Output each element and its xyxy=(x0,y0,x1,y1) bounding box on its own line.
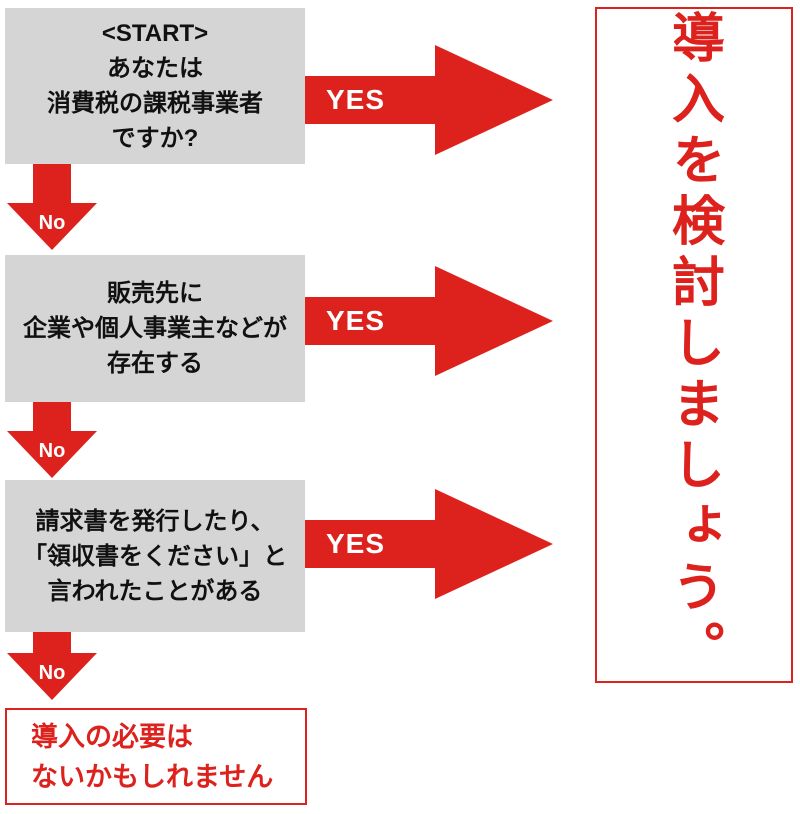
yes-arrow-3: YES xyxy=(305,489,553,599)
arrow-head-right-icon xyxy=(435,266,553,376)
yes-outcome-box: 導入を検討しましょう。 xyxy=(595,7,793,683)
question-line: 存在する xyxy=(107,350,203,377)
question-line: あなたは xyxy=(107,55,203,82)
no-label: No xyxy=(38,440,66,462)
question-line: 企業や個人事業主などが xyxy=(23,315,287,342)
yes-label: YES xyxy=(326,84,386,115)
arrow-head-down-icon xyxy=(7,431,97,478)
question-line: <START> xyxy=(101,20,209,47)
question-box-3: 請求書を発行したり、 「領収書をください」と 言われたことがある xyxy=(5,480,305,632)
no-arrow-2: No xyxy=(7,402,97,478)
arrow-shaft xyxy=(305,297,436,345)
arrow-shaft xyxy=(33,402,71,431)
yes-outcome-text: 導入を検討しましょう。 xyxy=(664,9,724,681)
yes-label: YES xyxy=(326,305,386,336)
no-label: No xyxy=(38,662,66,684)
no-outcome-line: 導入の必要は xyxy=(31,721,193,752)
question-line: 販売先に xyxy=(107,280,203,307)
no-outcome-box: 導入の必要は ないかもしれません xyxy=(5,708,307,805)
question-box-2: 販売先に 企業や個人事業主などが 存在する xyxy=(5,255,305,402)
arrow-head-down-icon xyxy=(7,653,97,700)
arrow-shaft xyxy=(305,76,436,124)
arrow-head-right-icon xyxy=(435,489,553,599)
yes-arrow-2: YES xyxy=(305,266,553,376)
no-arrow-3: No xyxy=(7,632,97,700)
yes-label: YES xyxy=(326,528,386,559)
arrow-shaft xyxy=(33,164,71,203)
arrow-shaft xyxy=(33,632,71,653)
yes-arrow-1: YES xyxy=(305,45,553,155)
question-line: ですか? xyxy=(111,125,199,152)
question-line: 請求書を発行したり、 xyxy=(35,507,275,535)
question-line: 消費税の課税事業者 xyxy=(47,90,263,117)
arrow-shaft xyxy=(305,520,436,568)
question-box-start: <START> あなたは 消費税の課税事業者 ですか? xyxy=(5,8,305,164)
question-line: 言われたことがある xyxy=(47,577,263,605)
arrow-head-right-icon xyxy=(435,45,553,155)
arrow-head-down-icon xyxy=(7,203,97,250)
no-arrow-1: No xyxy=(7,164,97,250)
no-label: No xyxy=(38,212,66,234)
question-line: 「領収書をください」と xyxy=(23,542,287,570)
no-outcome-line: ないかもしれません xyxy=(31,761,274,792)
